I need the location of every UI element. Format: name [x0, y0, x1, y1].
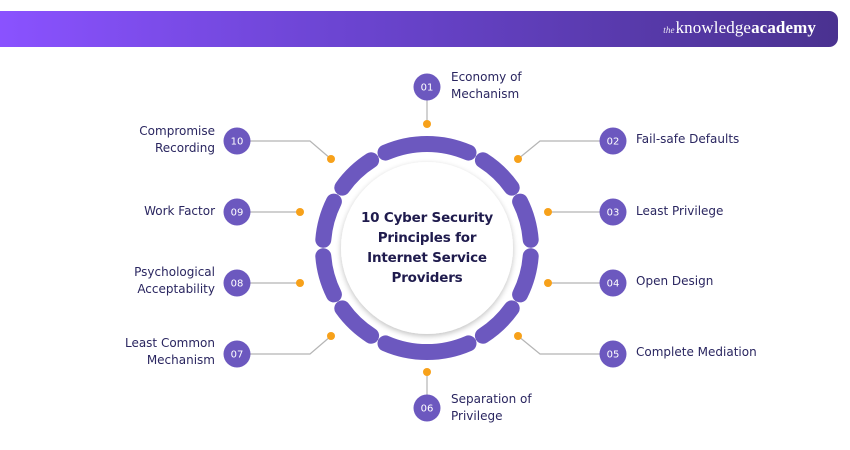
principle-badge: 10 [223, 127, 251, 155]
connector-line [517, 335, 613, 355]
connector-dots [296, 120, 552, 376]
badge-number: 02 [607, 137, 620, 148]
principle-badge: 02 [599, 127, 627, 155]
badge-number: 01 [421, 83, 434, 94]
badge-number: 10 [231, 137, 244, 148]
connector-dot [296, 279, 304, 287]
badge-circle [599, 269, 627, 297]
ring-segment [512, 193, 539, 248]
ring-segment [315, 248, 342, 303]
badge-circle [223, 269, 251, 297]
connector-dot [423, 120, 431, 128]
principle-badge: 09 [223, 198, 251, 226]
badge-number: 09 [231, 208, 244, 219]
center-circle [341, 162, 513, 334]
principle-label: Least Privilege [636, 204, 724, 218]
principle-label: Complete Mediation [636, 345, 757, 359]
principle-badge: 08 [223, 269, 251, 297]
ring-segment [377, 136, 477, 161]
badge-circle [223, 198, 251, 226]
ring-segment [474, 300, 520, 344]
badge-circle [223, 127, 251, 155]
brand-the: the [663, 25, 675, 35]
principle-label: Fail-safe Defaults [636, 132, 740, 146]
ring-segment [334, 300, 380, 344]
ring-segment [334, 152, 380, 196]
principle-label: Compromise Recording [139, 124, 215, 155]
badge-circle [599, 127, 627, 155]
principle-label: Open Design [636, 274, 714, 288]
connector-dot [514, 332, 522, 340]
brand-knowledge: knowledge [675, 18, 752, 37]
ring-segment [512, 248, 539, 303]
badge-circle [413, 73, 441, 101]
badge-circle [413, 394, 441, 422]
badge-number: 05 [607, 350, 620, 361]
connector-dot [296, 208, 304, 216]
badge-number: 04 [607, 279, 620, 290]
connector-dot [514, 155, 522, 163]
connector-dot [327, 155, 335, 163]
connector-line [237, 335, 332, 355]
principle-badge: 06 [413, 394, 441, 422]
connector-line [237, 140, 332, 160]
connector-dot [544, 208, 552, 216]
connector-line [517, 140, 613, 160]
principle-badge: 01 [413, 73, 441, 101]
principle-badge: 03 [599, 198, 627, 226]
header-banner: theknowledgeacademy [0, 11, 838, 47]
ring-segment [474, 152, 520, 196]
principle-label: Separation of Privilege [451, 392, 532, 423]
ring-segment [315, 193, 342, 248]
badge-number: 07 [231, 350, 244, 361]
principle-label: Psychological Acceptability [134, 265, 215, 296]
badge-circle [223, 340, 251, 368]
connector-dot [327, 332, 335, 340]
center-title: 10 Cyber Security Principles for Interne… [360, 210, 493, 286]
principle-label: Work Factor [144, 204, 215, 218]
principle-badge: 07 [223, 340, 251, 368]
principle-label: Least Common Mechanism [124, 336, 215, 367]
badge-circle [599, 198, 627, 226]
badge-number: 06 [421, 404, 434, 415]
connector-dot [423, 368, 431, 376]
ring-segments [315, 136, 539, 360]
badge-circle [599, 340, 627, 368]
number-badges: 01 02 03 04 05 06 07 08 09 10 [223, 73, 627, 422]
principle-badge: 05 [599, 340, 627, 368]
brand-logo: theknowledgeacademy [663, 18, 816, 38]
badge-number: 03 [607, 208, 620, 219]
principle-label: Economy of Mechanism [451, 70, 522, 101]
brand-academy: academy [751, 18, 816, 37]
ring-segment [377, 335, 477, 360]
principle-badge: 04 [599, 269, 627, 297]
badge-number: 08 [231, 279, 244, 290]
connector-dot [544, 279, 552, 287]
